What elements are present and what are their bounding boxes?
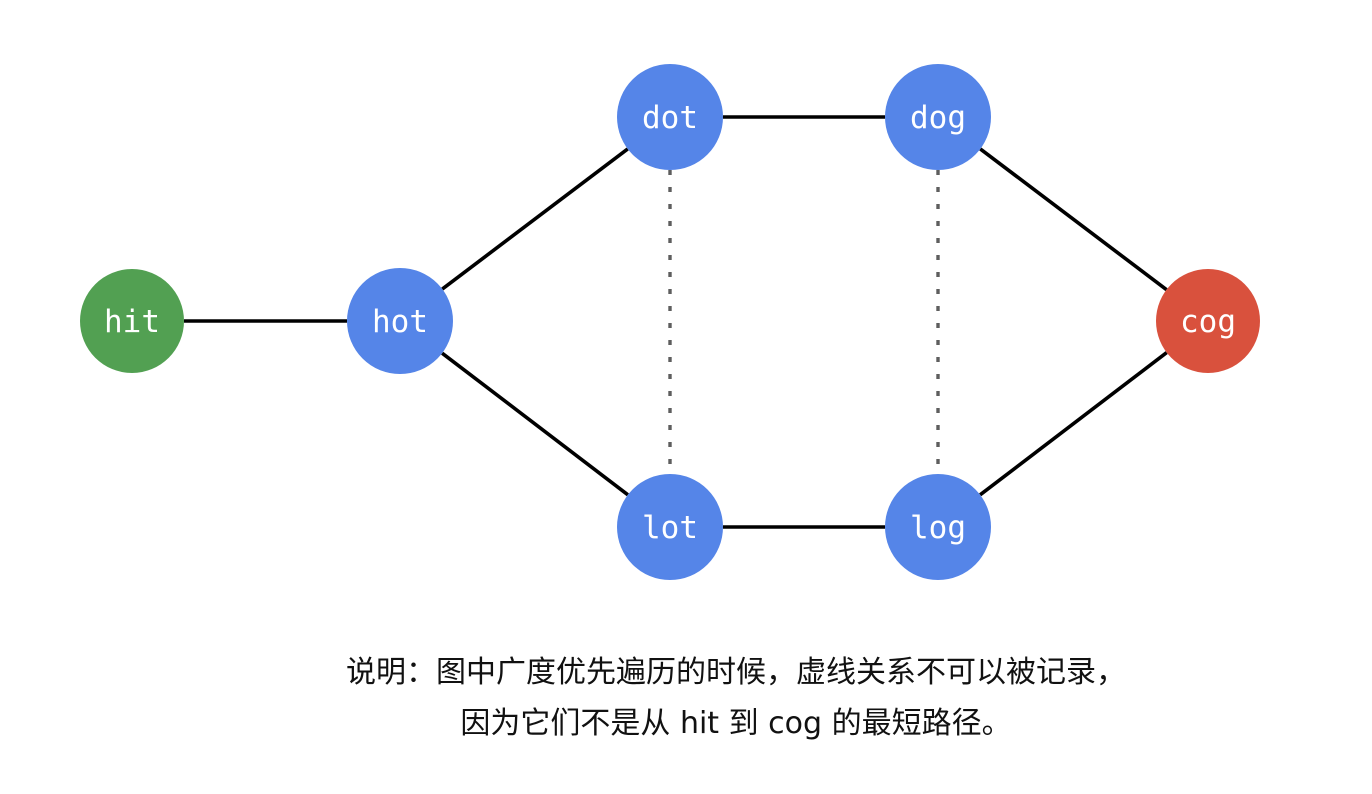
node-circle-hot[interactable] (347, 268, 453, 374)
node-circle-lot[interactable] (617, 474, 723, 580)
edge-dog-cog (979, 147, 1168, 292)
graph-node-dot[interactable]: dot (617, 64, 723, 170)
graph-node-cog[interactable]: cog (1156, 269, 1260, 373)
caption-layer: 说明：图中广度优先遍历的时候，虚线关系不可以被记录， 因为它们不是从 hit 到… (346, 655, 1126, 741)
node-circle-hit[interactable] (80, 269, 184, 373)
edge-log-cog (979, 351, 1168, 497)
node-label-lot: lot (642, 510, 698, 546)
node-label-log: log (910, 510, 966, 546)
node-circle-dot[interactable] (617, 64, 723, 170)
nodes-layer: hit hot dot dog lot log cog (80, 64, 1260, 580)
graph-node-log[interactable]: log (885, 474, 991, 580)
graph-node-hit[interactable]: hit (80, 269, 184, 373)
graph-node-lot[interactable]: lot (617, 474, 723, 580)
edge-hot-lot (441, 351, 629, 497)
graph-node-hot[interactable]: hot (347, 268, 453, 374)
caption-line-2: 因为它们不是从 hit 到 cog 的最短路径。 (460, 706, 1011, 741)
graph-node-dog[interactable]: dog (885, 64, 991, 170)
edge-hot-dot (441, 147, 629, 291)
caption-line-1: 说明：图中广度优先遍历的时候，虚线关系不可以被记录， (346, 655, 1126, 690)
node-circle-cog[interactable] (1156, 269, 1260, 373)
node-label-dot: dot (642, 100, 698, 136)
node-label-dog: dog (910, 100, 966, 136)
node-circle-dog[interactable] (885, 64, 991, 170)
node-label-hit: hit (104, 304, 160, 340)
edges-layer (184, 115, 1168, 529)
node-circle-log[interactable] (885, 474, 991, 580)
node-label-hot: hot (372, 304, 428, 340)
node-label-cog: cog (1180, 304, 1236, 340)
